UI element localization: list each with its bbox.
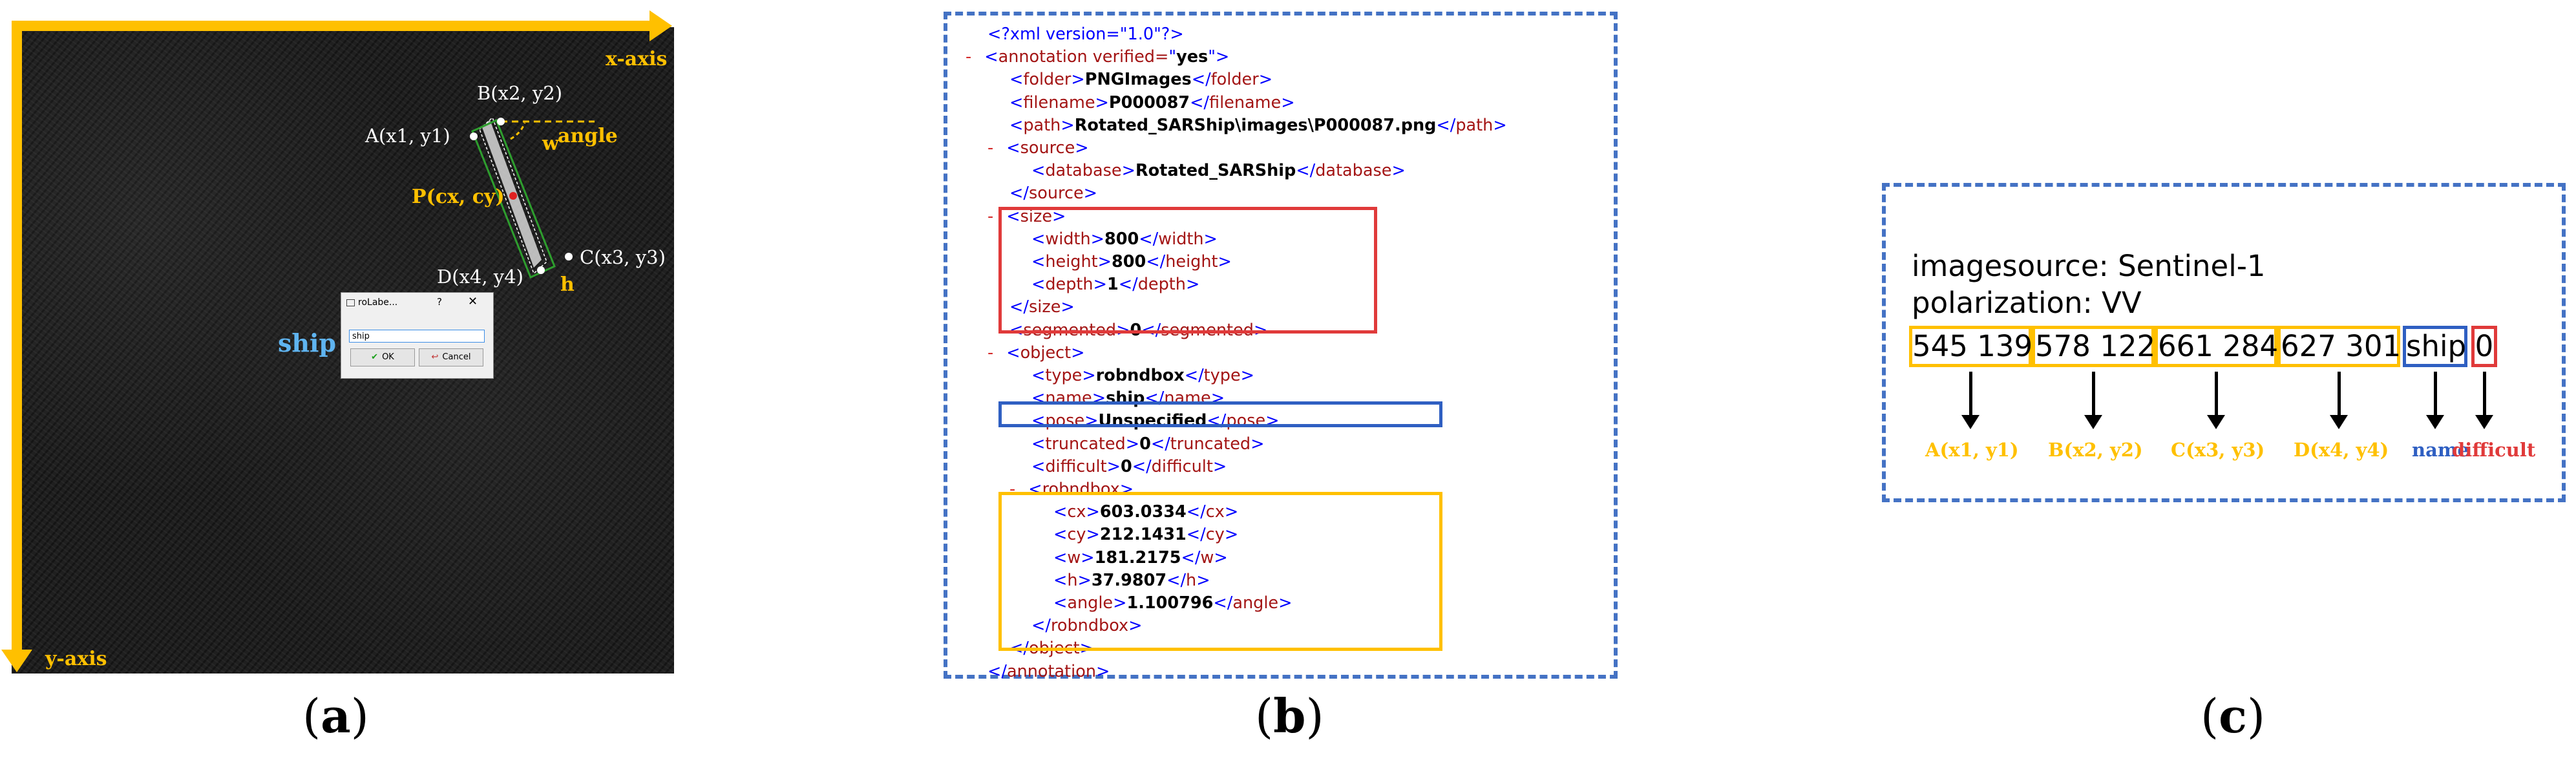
- xml-line: -<annotation verified="yes">: [966, 47, 1230, 67]
- ok-button-label: OK: [382, 352, 394, 362]
- panel-b-xml: <?xml version="1.0"?> -<annotation verifi…: [944, 12, 1618, 681]
- center-point-P: [509, 192, 517, 200]
- xml-line: <cx>603.0334</cx>: [1053, 502, 1239, 522]
- label-D: D(x4, y4): [2294, 439, 2389, 461]
- xml-line: <segmented>0</segmented>: [1009, 320, 1268, 340]
- help-icon[interactable]: ?: [437, 296, 442, 308]
- xml-line: <filename>P000087</filename>: [1009, 92, 1295, 112]
- ok-button[interactable]: ✔OK: [350, 348, 415, 366]
- arrow-C-head: [2207, 415, 2225, 429]
- xml-line: </annotation>: [987, 661, 1110, 681]
- ship-outline: [479, 116, 547, 275]
- xml-line: <depth>1</depth>: [1031, 275, 1200, 295]
- xml-line: <type>robndbox</type>: [1031, 366, 1255, 385]
- xml-line: <w>181.2175</w>: [1053, 547, 1228, 568]
- cancel-button-label: Cancel: [442, 352, 471, 362]
- point-A-marker: [470, 133, 478, 140]
- close-icon[interactable]: ✕: [468, 295, 478, 308]
- coord-box-D: 627 301: [2277, 326, 2401, 367]
- xml-line: </source>: [1009, 184, 1098, 204]
- dialog-title: roLabe...: [358, 297, 398, 308]
- xml-line: <width>800</width>: [1031, 229, 1218, 249]
- point-C-marker: [565, 253, 573, 260]
- label-h: h: [560, 273, 575, 296]
- xml-line: -<robndbox>: [1009, 480, 1134, 499]
- label-angle: angle: [558, 125, 618, 147]
- point-B-marker: [497, 118, 505, 125]
- arrow-D-stem: [2338, 372, 2341, 417]
- coord-box-C: 661 284: [2155, 326, 2278, 367]
- difficult-box: 0: [2471, 326, 2497, 367]
- name-box: ship: [2403, 326, 2467, 367]
- xml-line: </size>: [1009, 297, 1075, 317]
- arrow-difficult-stem: [2483, 372, 2486, 417]
- arrow-D-head: [2330, 415, 2348, 429]
- label-input[interactable]: ship: [349, 330, 485, 343]
- arrow-C-stem: [2215, 372, 2218, 417]
- rotated-bbox: [471, 118, 556, 279]
- arrow-A-stem: [1969, 372, 1972, 417]
- xml-line: <folder>PNGImages</folder>: [1009, 70, 1273, 90]
- cancel-icon: ↩: [431, 352, 439, 362]
- label-A: A(x1, y1): [1925, 439, 2019, 461]
- arrow-A-head: [1961, 415, 1980, 429]
- xml-line: <path>Rotated_SARShip\images\P000087.png…: [1009, 115, 1507, 135]
- x-axis-arrowhead: [649, 10, 672, 41]
- arrow-difficult-head: [2475, 415, 2493, 429]
- caption-c: (c): [2201, 688, 2266, 743]
- imagesource-line: imagesource: Sentinel-1: [1912, 249, 2266, 283]
- xml-line: <truncated>0</truncated>: [1031, 434, 1265, 454]
- xml-line: </robndbox>: [1031, 616, 1143, 636]
- label-B: B(x2, y2): [2048, 439, 2143, 461]
- xml-line: <angle>1.100796</angle>: [1053, 593, 1293, 613]
- label-point-C: C(x3, y3): [580, 246, 666, 268]
- xml-line: -<source>: [987, 138, 1089, 158]
- xml-line: <h>37.9807</h>: [1053, 570, 1210, 590]
- robndbox-highlight-box: [998, 492, 1442, 651]
- size-highlight-box: [998, 207, 1377, 334]
- label-difficult: difficult: [2452, 439, 2536, 461]
- label-dialog: roLabe... ? ✕ ship ✔OK ↩Cancel: [341, 292, 494, 379]
- caption-b: (b): [1255, 688, 1324, 743]
- label-point-A: A(x1, y1): [365, 125, 450, 147]
- angle-arc: [510, 122, 526, 140]
- caption-a: (a): [302, 688, 369, 743]
- panel-c-txt: imagesource: Sentinel-1 polarization: VV…: [1882, 183, 2566, 502]
- name-highlight-box: [998, 401, 1442, 427]
- point-D-marker: [537, 266, 545, 274]
- arrow-name-stem: [2434, 372, 2437, 417]
- label-point-D: D(x4, y4): [437, 266, 523, 288]
- xml-line: <?xml version="1.0"?>: [987, 25, 1184, 44]
- check-icon: ✔: [371, 352, 379, 362]
- cancel-button[interactable]: ↩Cancel: [419, 348, 483, 366]
- ship-class-label: ship: [278, 328, 337, 357]
- dialog-app-icon: [346, 299, 355, 306]
- coord-box-B: 578 122: [2032, 326, 2155, 367]
- label-point-B: B(x2, y2): [477, 82, 563, 104]
- polarization-line: polarization: VV: [1912, 286, 2142, 320]
- label-point-P: P(cx, cy): [412, 186, 505, 208]
- x-axis-label: x-axis: [606, 48, 668, 70]
- label-name: name: [2412, 439, 2470, 461]
- xml-line: <cy>212.1431</cy>: [1053, 525, 1239, 545]
- y-axis-arrowhead: [1, 650, 32, 672]
- arrow-B-stem: [2092, 372, 2095, 417]
- y-axis-label: y-axis: [45, 648, 107, 670]
- xml-line: -<object>: [987, 343, 1085, 363]
- xml-line: <difficult>0</difficult>: [1031, 456, 1227, 476]
- panel-a: x-axis y-axis B(x2, y2) A(x1, y1) angle …: [0, 0, 685, 685]
- arrow-B-head: [2084, 415, 2102, 429]
- xml-listing: <?xml version="1.0"?> -<annotation verifi…: [947, 16, 1614, 681]
- arrow-name-head: [2426, 415, 2444, 429]
- panel-a-overlay: [1, 10, 672, 672]
- label-C: C(x3, y3): [2171, 439, 2265, 461]
- label-w: w: [542, 133, 559, 155]
- coord-box-A: 545 139: [1909, 326, 2032, 367]
- xml-line: <height>800</height>: [1031, 252, 1232, 271]
- xml-line: <database>Rotated_SARShip</database>: [1031, 161, 1406, 181]
